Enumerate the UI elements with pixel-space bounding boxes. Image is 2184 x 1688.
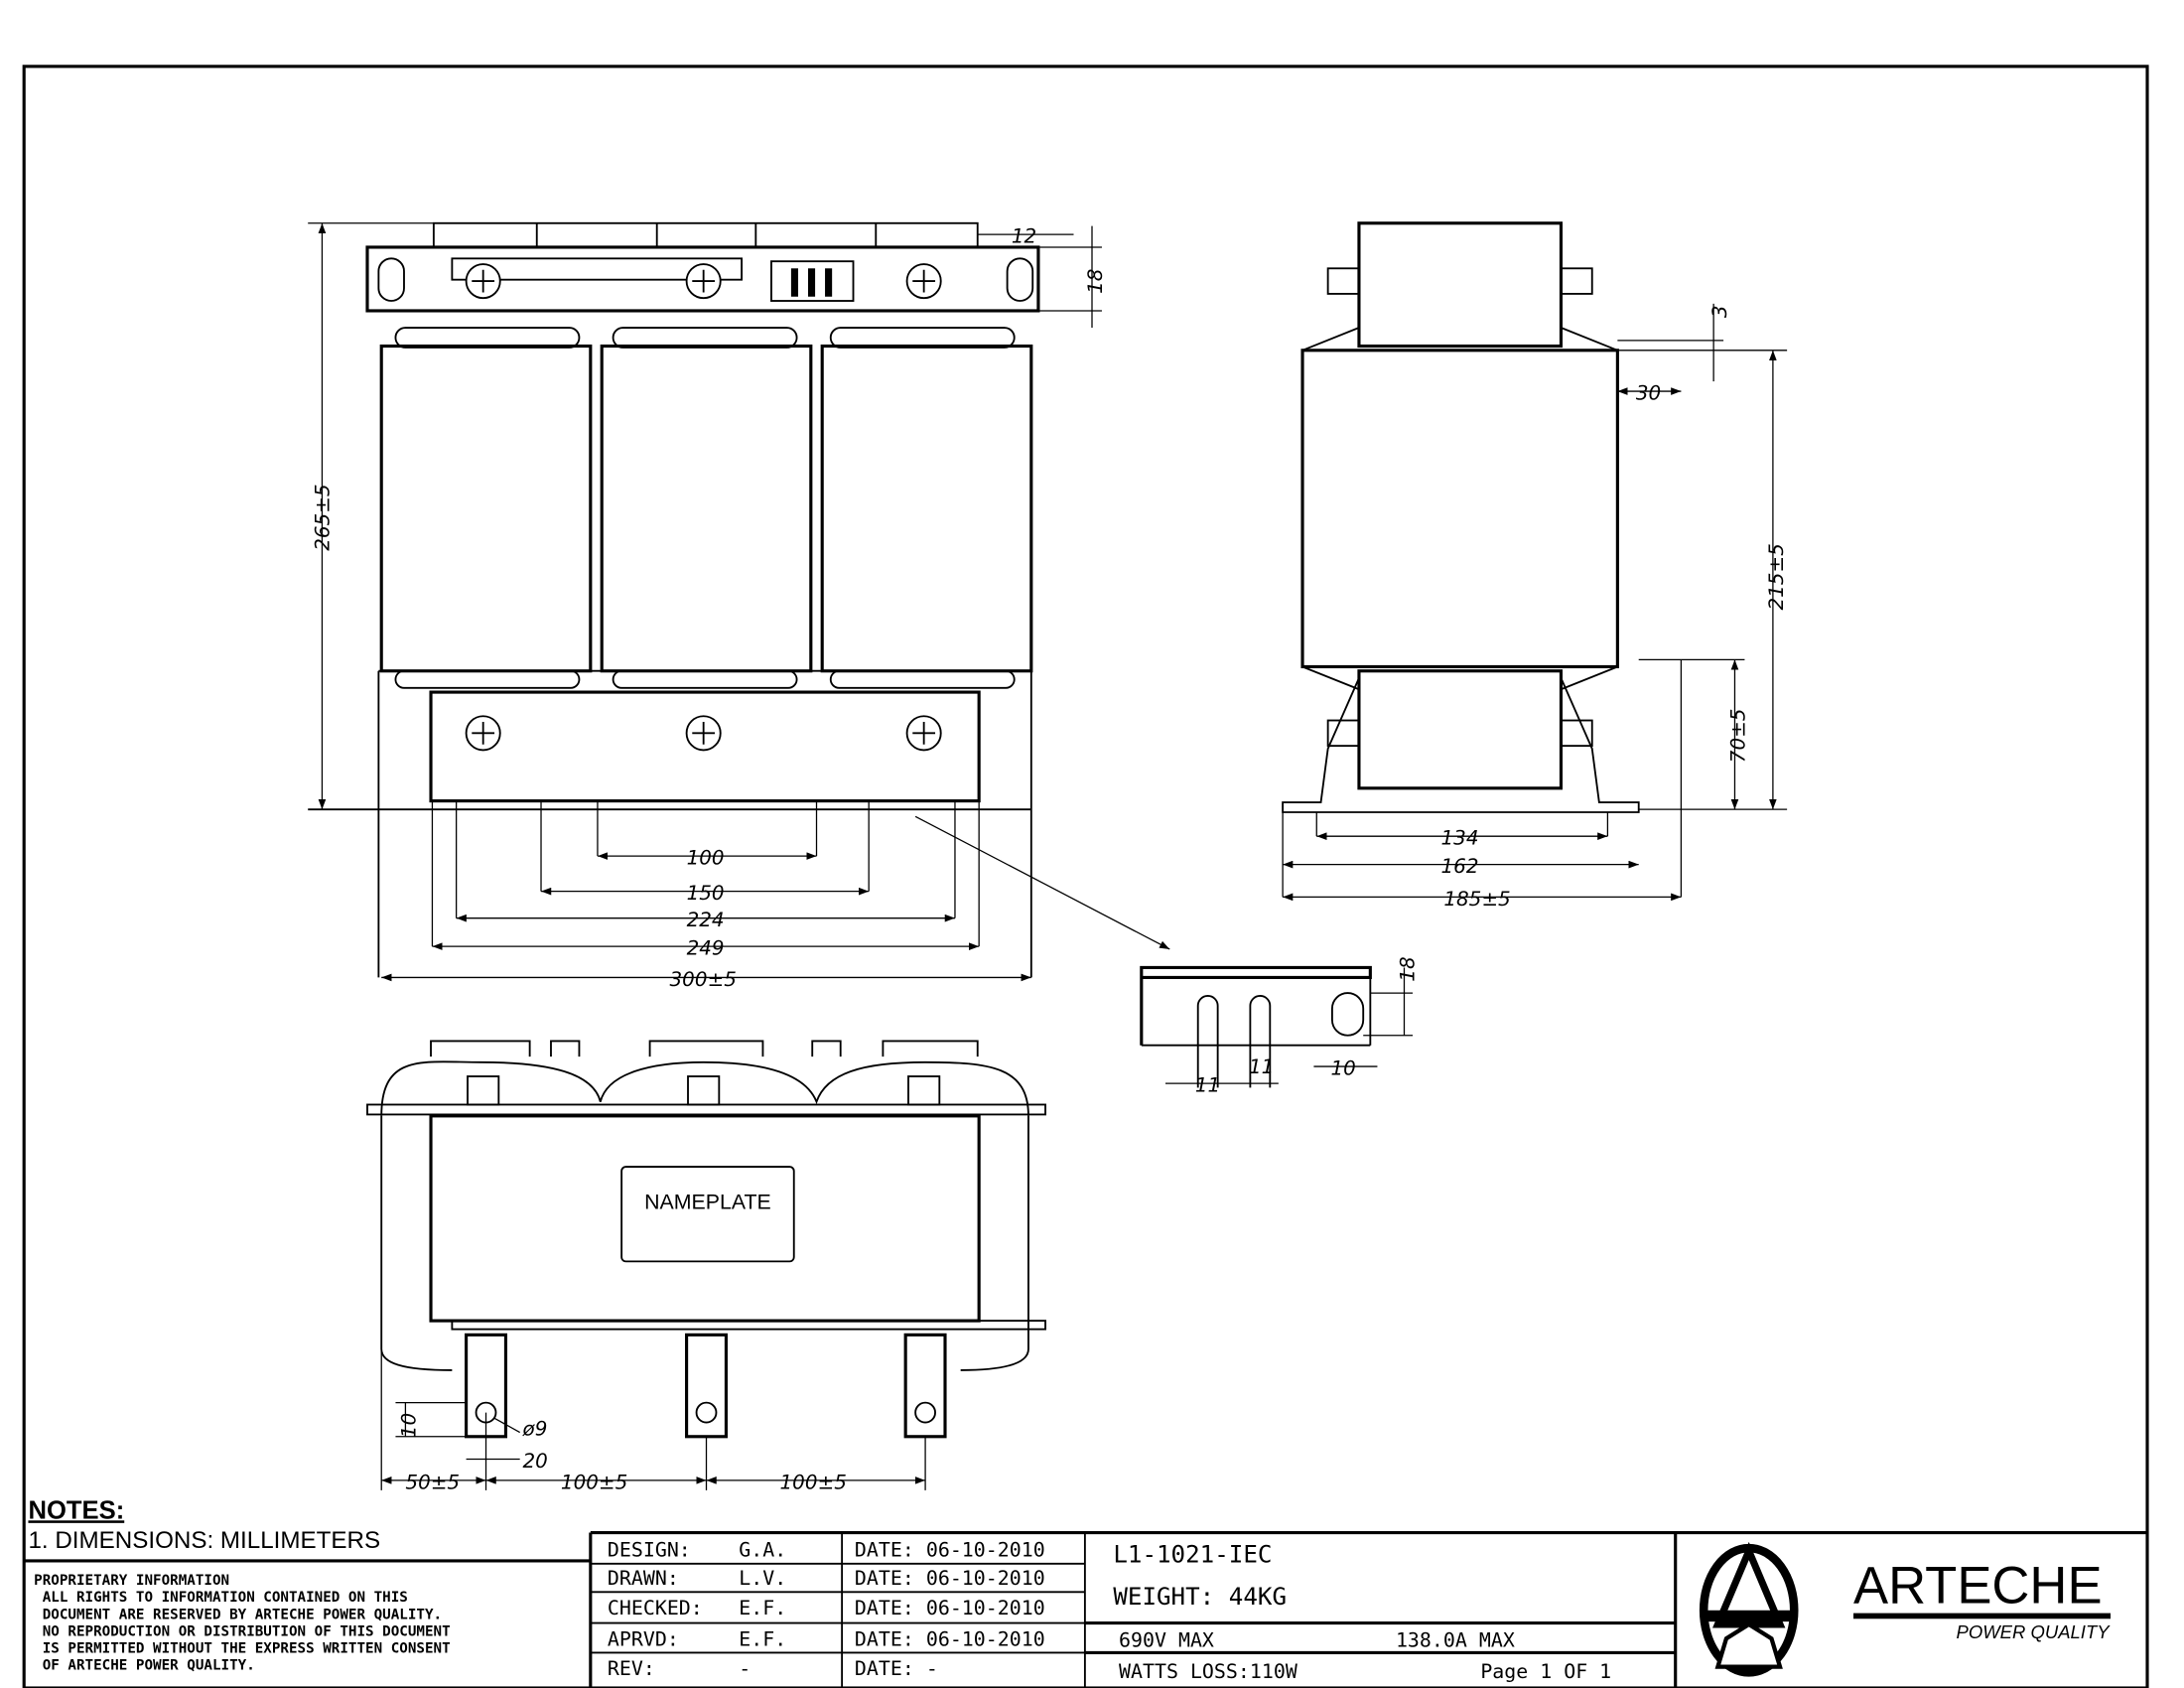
dim-20: 20 — [523, 1450, 548, 1473]
dim-70: 70±5 — [1726, 709, 1749, 764]
arteche-logo: ARTECHE POWER QUALITY — [1699, 1541, 2111, 1677]
part-info: L1-1021-IEC WEIGHT: 44KG 690V MAX 138.0A… — [1084, 1532, 1678, 1688]
svg-text:DOCUMENT ARE RESERVED BY ARTEC: DOCUMENT ARE RESERVED BY ARTECHE POWER Q… — [34, 1607, 442, 1622]
dim-162: 162 — [1440, 855, 1478, 878]
nameplate-box — [620, 1166, 795, 1263]
approval-table: DESIGN: G.A. DATE: 06-10-2010 DRAWN: L.V. DA… — [590, 1532, 1086, 1688]
dim-30: 30 — [1636, 382, 1661, 405]
svg-text:OF ARTECHE POWER QUALITY.: OF ARTECHE POWER QUALITY. — [34, 1658, 255, 1674]
dim-slot-11b: 11 — [1249, 1055, 1274, 1078]
sheet-border — [22, 65, 2149, 1688]
dim-hole: ø9 — [522, 1417, 548, 1440]
svg-text:REV:: REV: — [608, 1657, 655, 1680]
dim-18: 18 — [1084, 269, 1107, 294]
svg-text:-: - — [739, 1657, 751, 1680]
dim-12: 12 — [1012, 225, 1036, 248]
dim-slot-10: 10 — [1330, 1057, 1355, 1080]
part-number: L1-1021-IEC — [1113, 1540, 1272, 1568]
notes-heading: NOTES: — [28, 1496, 124, 1524]
nameplate-label: NAMEPLATE — [644, 1191, 771, 1214]
front-view: 265±5 100 150 224 249 300±5 12 18 — [308, 221, 1170, 991]
part-voltage: 690V MAX — [1119, 1629, 1214, 1652]
slot-detail: 18 11 11 10 — [1140, 956, 1419, 1097]
dim-slot-18: 18 — [1396, 956, 1419, 981]
dim-249: 249 — [687, 937, 725, 960]
dim-3: 3 — [1708, 305, 1731, 318]
svg-text:E.F.: E.F. — [739, 1597, 786, 1619]
svg-text:CHECKED:: CHECKED: — [608, 1597, 703, 1619]
note-item: 1. DIMENSIONS: MILLIMETERS — [28, 1527, 380, 1554]
logo-name: ARTECHE — [1853, 1557, 2103, 1616]
side-view: 3 30 215±5 70±5 134 162 185±5 — [1282, 221, 1788, 911]
dim-slot-11a: 11 — [1195, 1074, 1220, 1097]
svg-text:NO REPRODUCTION OR DISTRIBUTIO: NO REPRODUCTION OR DISTRIBUTION OF THIS … — [34, 1623, 451, 1639]
svg-text:DATE: 06-10-2010: DATE: 06-10-2010 — [855, 1539, 1045, 1562]
svg-text:APRVD:: APRVD: — [608, 1627, 679, 1650]
bottom-view: NAMEPLATE 10 ø9 20 50±5 100±5 100±5 — [366, 1040, 1046, 1493]
svg-text:G.A.: G.A. — [739, 1539, 786, 1562]
part-current: 138.0A MAX — [1396, 1629, 1515, 1652]
svg-text:E.F.: E.F. — [739, 1627, 786, 1650]
dim-134: 134 — [1440, 827, 1478, 850]
svg-text:DATE: 06-10-2010: DATE: 06-10-2010 — [855, 1597, 1045, 1619]
dim-height-265: 265±5 — [312, 484, 335, 550]
svg-text:IS PERMITTED WITHOUT THE EXPRE: IS PERMITTED WITHOUT THE EXPRESS WRITTEN… — [34, 1640, 451, 1656]
svg-text:DRAWN:: DRAWN: — [608, 1567, 679, 1590]
dim-10: 10 — [397, 1413, 420, 1438]
proprietary-notice: PROPRIETARY INFORMATION ALL RIGHTS TO IN… — [34, 1573, 451, 1673]
svg-text:DATE: 06-10-2010: DATE: 06-10-2010 — [855, 1567, 1045, 1590]
dim-100-b: 100±5 — [780, 1471, 847, 1493]
part-weight: WEIGHT: 44KG — [1113, 1583, 1287, 1611]
svg-text:DESIGN:: DESIGN: — [608, 1539, 691, 1562]
svg-text:DATE: 06-10-2010: DATE: 06-10-2010 — [855, 1627, 1045, 1650]
part-watts: WATTS LOSS:110W — [1119, 1660, 1297, 1683]
logo-tagline: POWER QUALITY — [1956, 1621, 2111, 1642]
page-number: Page 1 OF 1 — [1480, 1660, 1611, 1683]
dim-224: 224 — [687, 909, 725, 931]
svg-text:L.V.: L.V. — [739, 1567, 786, 1590]
dim-100: 100 — [687, 847, 725, 870]
dim-100-a: 100±5 — [561, 1471, 627, 1493]
dim-185: 185±5 — [1443, 888, 1510, 911]
dim-300: 300±5 — [670, 968, 737, 991]
svg-text:ALL RIGHTS TO INFORMATION CONT: ALL RIGHTS TO INFORMATION CONTAINED ON T… — [34, 1590, 408, 1606]
svg-text:DATE: -: DATE: - — [855, 1657, 938, 1680]
dim-215: 215±5 — [1765, 543, 1788, 610]
dim-50: 50±5 — [405, 1471, 460, 1493]
svg-text:PROPRIETARY INFORMATION: PROPRIETARY INFORMATION — [34, 1573, 229, 1589]
dim-150: 150 — [687, 882, 725, 905]
